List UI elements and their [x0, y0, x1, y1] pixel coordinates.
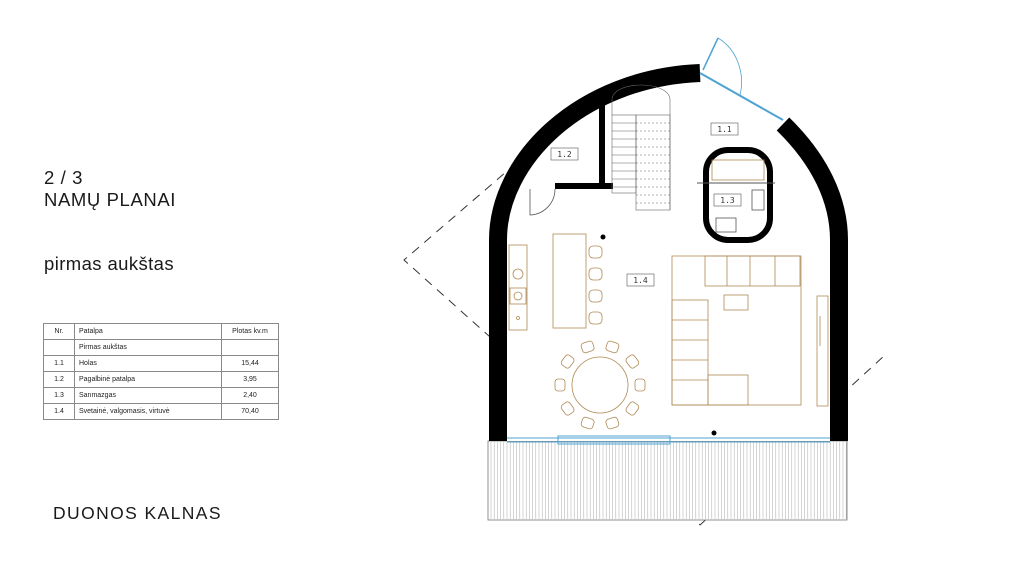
- room-label: 1.1: [710, 122, 739, 136]
- table-row: 1.2 Pagalbinė patalpa 3,95: [43, 371, 279, 388]
- dining-chair: [625, 401, 640, 416]
- svg-text:1.2: 1.2: [557, 150, 572, 159]
- wardrobe: [816, 295, 829, 407]
- utility-room-walls: [555, 100, 613, 189]
- svg-text:1.3: 1.3: [720, 196, 735, 205]
- light-fixture: [711, 430, 717, 436]
- arch-wall-right: [776, 117, 848, 441]
- dining-chair: [605, 340, 620, 354]
- stool: [588, 289, 603, 303]
- dining-chair: [580, 416, 595, 430]
- table-row: 1.3 Sanmazgas 2,40: [43, 387, 279, 404]
- table-row: 1.4 Svetainė, valgomasis, virtuvė 70,40: [43, 403, 279, 420]
- dining-chair: [625, 354, 640, 369]
- page-number: 2 / 3: [44, 167, 83, 188]
- entrance-door: [699, 37, 784, 121]
- stool: [588, 245, 603, 259]
- page-heading: 2 / 3 NAMŲ PLANAI: [44, 167, 176, 211]
- table-section-row: Pirmas aukštas: [43, 339, 279, 356]
- dining-chair: [560, 354, 575, 369]
- page-title: NAMŲ PLANAI: [44, 189, 177, 210]
- light-fixture: [600, 234, 606, 240]
- brand-logo: DUONOS KALNAS: [53, 503, 222, 523]
- table-row: 1.1 Holas 15,44: [43, 355, 279, 372]
- rooms-table: Nr. Patalpa Plotas kv.m Pirmas aukštas 1…: [43, 323, 279, 420]
- kitchen-counter: [508, 244, 528, 331]
- stool: [588, 267, 603, 281]
- svg-text:1.4: 1.4: [633, 276, 648, 285]
- glass-facade: [507, 435, 830, 445]
- kitchen-island: [552, 233, 603, 329]
- room-label: 1.3: [713, 193, 742, 207]
- dining-chair: [554, 378, 566, 392]
- row-area: 15,44: [221, 355, 279, 372]
- svg-text:1.1: 1.1: [717, 125, 732, 134]
- dining-chair: [605, 416, 620, 430]
- row-area: 70,40: [221, 403, 279, 420]
- floor-subtitle: pirmas aukštas: [44, 253, 175, 274]
- dashed-guide: [403, 152, 886, 526]
- stool: [588, 311, 603, 325]
- dining-chair: [634, 378, 646, 392]
- room-label: 1.4: [626, 273, 655, 287]
- dining-chair: [580, 340, 595, 354]
- arch-wall-left: [489, 64, 701, 441]
- lounge-area: [671, 255, 802, 406]
- terrace-deck: [487, 440, 848, 521]
- dining-set: [554, 340, 646, 430]
- dining-chair: [560, 401, 575, 416]
- room-label: 1.2: [550, 147, 579, 161]
